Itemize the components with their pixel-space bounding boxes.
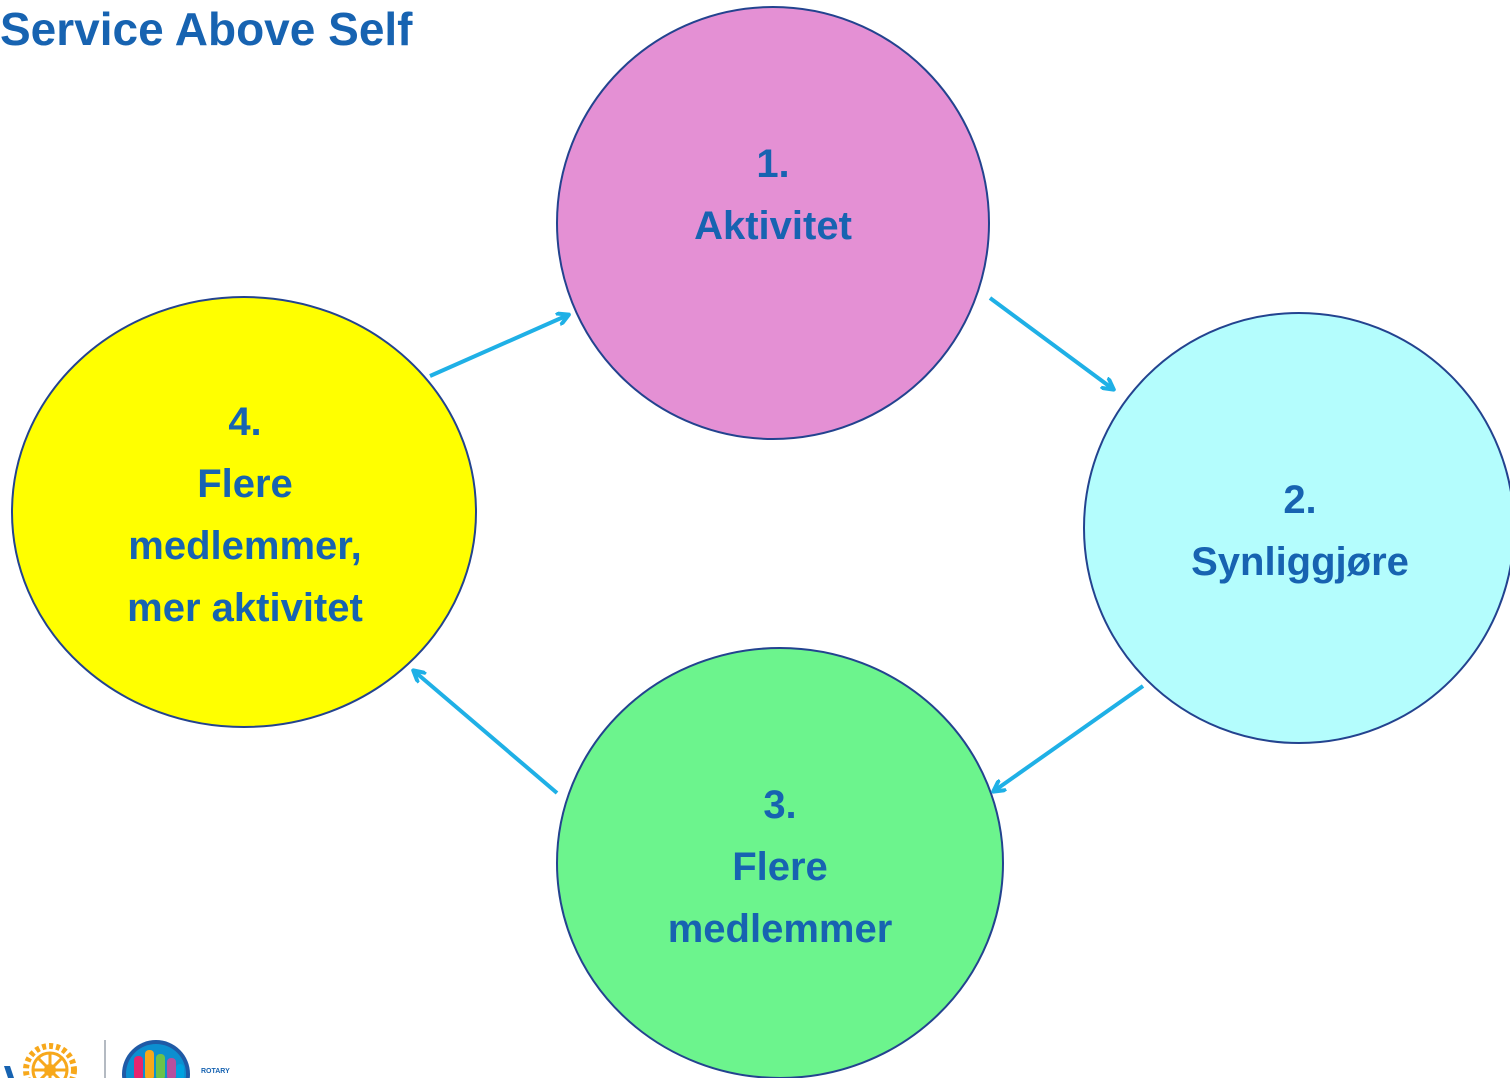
node-2-circle	[1083, 312, 1510, 744]
node-3-circle	[556, 647, 1004, 1078]
node-3-number: 3.	[763, 783, 797, 827]
node-2-label: 2. Synliggjøre	[1100, 466, 1500, 596]
rotary-wheel-logo	[23, 1043, 77, 1078]
arrow-1-to-2	[988, 296, 1113, 389]
node-4-circle	[11, 296, 477, 728]
node-4-text-line-3: mer aktivitet	[127, 586, 363, 630]
node-1-number: 1.	[756, 142, 790, 186]
arrow-3-to-4	[414, 671, 559, 795]
node-2-number: 2.	[1283, 478, 1317, 522]
page-title: Service Above Self	[0, 3, 413, 55]
node-2-text: Synliggjøre	[1191, 540, 1409, 584]
node-1-label: 1. Aktivitet	[573, 130, 973, 260]
node-4-text-line-2: medlemmer,	[128, 524, 362, 568]
node-1-circle	[556, 6, 990, 440]
node-4-text-line-1: Flere	[197, 462, 293, 506]
node-3-text-line-2: medlemmer	[667, 907, 893, 951]
arrow-4-to-1	[429, 315, 568, 378]
node-3-label: 3. Flere medlemmer	[580, 770, 980, 964]
node-3-text-line-1: Flere	[732, 845, 828, 889]
logo-letter-fragment	[4, 1066, 14, 1078]
footer-wordmark: ROTARY	[201, 1068, 230, 1075]
node-4-number: 4.	[228, 400, 262, 444]
arrow-2-to-3	[994, 684, 1145, 791]
theme-logo	[122, 1040, 190, 1078]
node-1-text: Aktivitet	[694, 204, 852, 248]
node-4-label: 4. Flere medlemmer, mer aktivitet	[45, 386, 445, 644]
footer-logos	[0, 1028, 270, 1078]
